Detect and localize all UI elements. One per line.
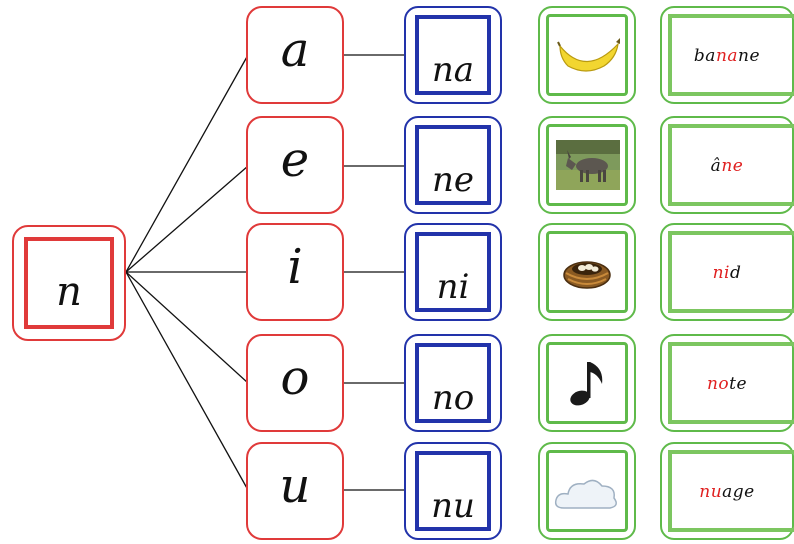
syllable-card-no: no	[404, 334, 502, 432]
word-card-note: note	[660, 334, 794, 432]
word-card-ane: âne	[660, 116, 794, 214]
vowel-letter: e	[280, 132, 310, 188]
word-suffix: ne	[738, 46, 761, 66]
word-suffix: age	[722, 482, 755, 502]
syllable-text: ni	[436, 267, 470, 307]
word-text: note	[662, 374, 792, 394]
word-prefix: â	[710, 156, 722, 176]
vowel-card-o: o	[246, 334, 344, 432]
vowel-card-u: u	[246, 442, 344, 540]
syllable-card-ni: ni	[404, 223, 502, 321]
syllable-card-ne: ne	[404, 116, 502, 214]
word-highlight: ni	[712, 263, 730, 283]
vowel-card-i: i	[246, 223, 344, 321]
word-prefix: ba	[693, 46, 716, 66]
banana-picture	[557, 38, 620, 72]
music-note-picture	[570, 362, 603, 406]
word-text: nid	[662, 263, 792, 283]
word-suffix: te	[729, 374, 748, 394]
picture-card-donkey	[538, 116, 636, 214]
word-suffix: d	[730, 263, 742, 283]
cloud-picture	[554, 479, 617, 509]
syllable-text: ne	[431, 160, 475, 200]
picture-card-nest	[538, 223, 636, 321]
word-card-nuage: nuage	[660, 442, 794, 540]
vowel-card-a: a	[246, 6, 344, 104]
vowel-letter: o	[280, 350, 310, 406]
donkey-picture	[556, 140, 620, 190]
word-card-banane: banane	[660, 6, 794, 104]
vowel-card-e: e	[246, 116, 344, 214]
word-highlight: na	[715, 46, 739, 66]
syllable-card-nu: nu	[404, 442, 502, 540]
syllable-card-na: na	[404, 6, 502, 104]
picture-card-banana	[538, 6, 636, 104]
word-highlight: no	[706, 374, 730, 394]
syllable-text: no	[431, 378, 475, 418]
word-text: nuage	[662, 482, 792, 502]
word-card-nid: nid	[660, 223, 794, 321]
syllable-text: na	[431, 50, 475, 90]
picture-card-cloud	[538, 442, 636, 540]
picture-card-note	[538, 334, 636, 432]
word-highlight: ne	[721, 156, 744, 176]
consonant-card: n	[12, 225, 126, 341]
nest-picture	[563, 261, 611, 289]
vowel-letter: a	[280, 22, 310, 78]
vowel-letter: i	[287, 239, 303, 295]
word-text: âne	[662, 156, 792, 176]
vowel-letter: u	[279, 458, 311, 514]
syllable-text: nu	[431, 486, 475, 526]
word-text: banane	[662, 46, 792, 66]
word-highlight: nu	[699, 482, 723, 502]
consonant-letter: n	[56, 269, 82, 315]
